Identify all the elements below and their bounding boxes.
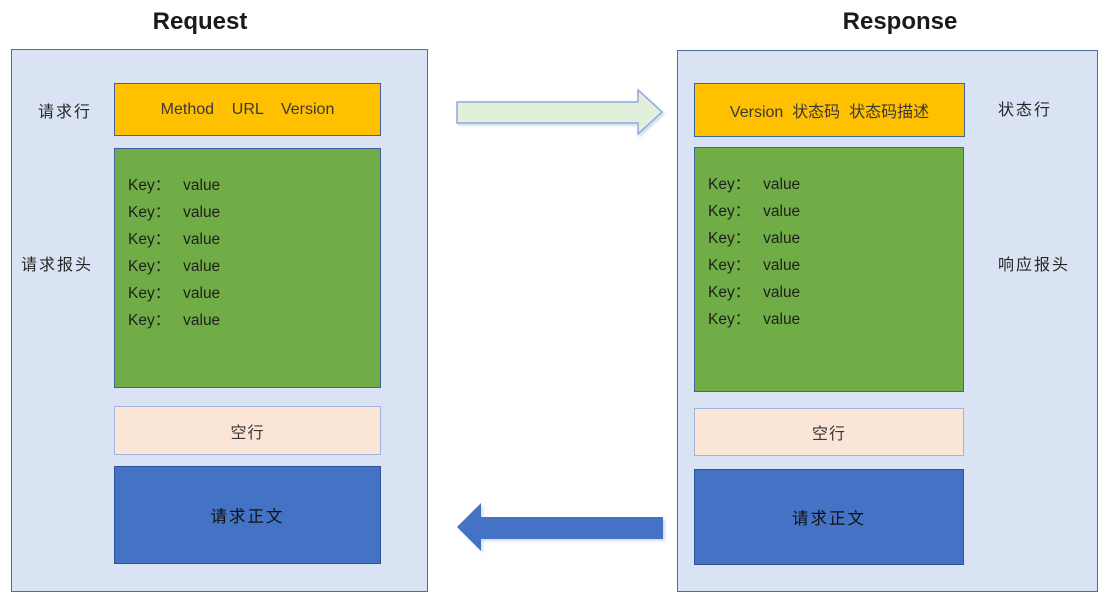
request-header-line: Key： value <box>128 204 221 221</box>
response-headers-box: Key： value Key： value Key： value Key： va… <box>694 147 964 392</box>
response-body-box: 请求正文 <box>694 469 964 565</box>
request-headers-label: 请求报头 <box>21 257 94 274</box>
response-header-line: Key： value <box>708 230 801 247</box>
request-blank-line-box: 空行 <box>114 406 381 455</box>
request-body-box: 请求正文 <box>114 466 381 564</box>
request-panel: 请求行 Method URL Version Key： value Key： v… <box>11 49 428 592</box>
response-header-line: Key： value <box>708 284 801 301</box>
response-blank-line-box: 空行 <box>694 408 964 456</box>
response-status-line-label: 状态行 <box>998 102 1053 119</box>
request-header-line: Key： value <box>128 258 221 275</box>
request-line-label: 请求行 <box>38 104 93 121</box>
arrow-right-icon <box>456 88 664 136</box>
request-title: Request <box>152 8 248 35</box>
request-header-line: Key： value <box>128 231 221 248</box>
request-header-line: Key： value <box>128 177 221 194</box>
response-headers-label: 响应报头 <box>998 257 1071 274</box>
request-headers-box: Key： value Key： value Key： value Key： va… <box>114 148 381 388</box>
response-status-line-box: Version 状态码 状态码描述 <box>694 83 965 137</box>
response-panel: Version 状态码 状态码描述 状态行 Key： value Key： va… <box>677 50 1098 592</box>
response-header-line: Key： value <box>708 311 801 328</box>
request-header-line: Key： value <box>128 312 221 329</box>
request-line-box: Method URL Version <box>114 83 381 136</box>
request-header-line: Key： value <box>128 285 221 302</box>
response-header-line: Key： value <box>708 203 801 220</box>
arrow-left-icon <box>457 503 663 551</box>
response-header-line: Key： value <box>708 257 801 274</box>
response-header-line: Key： value <box>708 176 801 193</box>
response-title: Response <box>842 8 958 35</box>
